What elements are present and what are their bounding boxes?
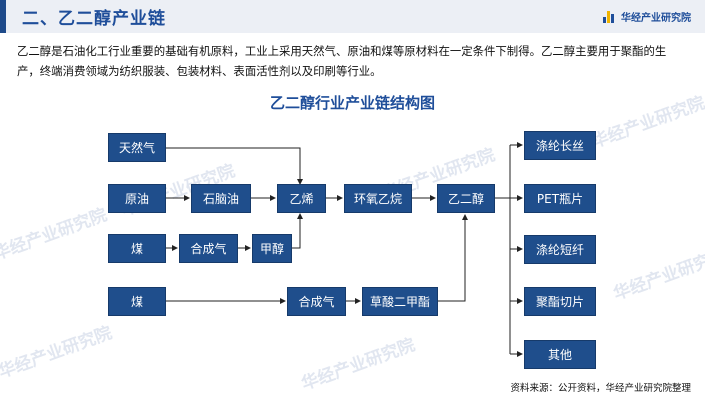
section-header: 二、乙二醇产业链 华经产业研究院 (0, 0, 705, 33)
node-polyester-chips: 聚酯切片 (524, 287, 596, 316)
node-polyester-filament: 涤纶长丝 (524, 131, 596, 160)
header-accent-bar (0, 0, 6, 33)
node-coal-2: 煤 (108, 287, 166, 316)
node-coal-1: 煤 (108, 234, 166, 263)
brand: 华经产业研究院 (603, 9, 691, 24)
brand-logo-icon (603, 10, 615, 23)
node-naphtha: 石脑油 (191, 184, 251, 213)
node-syngas-1: 合成气 (179, 234, 238, 263)
node-syngas-2: 合成气 (287, 287, 346, 316)
node-methanol: 甲醇 (252, 234, 292, 263)
node-ethylene-oxide: 环氧乙烷 (344, 184, 412, 213)
brand-name: 华经产业研究院 (621, 13, 691, 24)
node-natural-gas: 天然气 (108, 133, 166, 162)
node-pet-chips: PET瓶片 (524, 184, 596, 213)
node-crude-oil: 原油 (108, 184, 166, 213)
node-others: 其他 (524, 340, 596, 369)
source-note: 资料来源：公开资料，华经产业研究院整理 (510, 383, 691, 394)
node-polyester-staple: 涤纶短纤 (524, 235, 596, 264)
section-title: 二、乙二醇产业链 (22, 9, 166, 29)
node-ethylene-glycol: 乙二醇 (437, 184, 495, 213)
node-ethylene: 乙烯 (277, 184, 326, 213)
diagram-title: 乙二醇行业产业链结构图 (269, 94, 435, 112)
node-dimethyl-oxalate: 草酸二甲酯 (362, 287, 438, 316)
intro-paragraph: 乙二醇是石油化工行业重要的基础有机原料，工业上采用天然气、原油和煤等原材料在一定… (17, 44, 667, 78)
